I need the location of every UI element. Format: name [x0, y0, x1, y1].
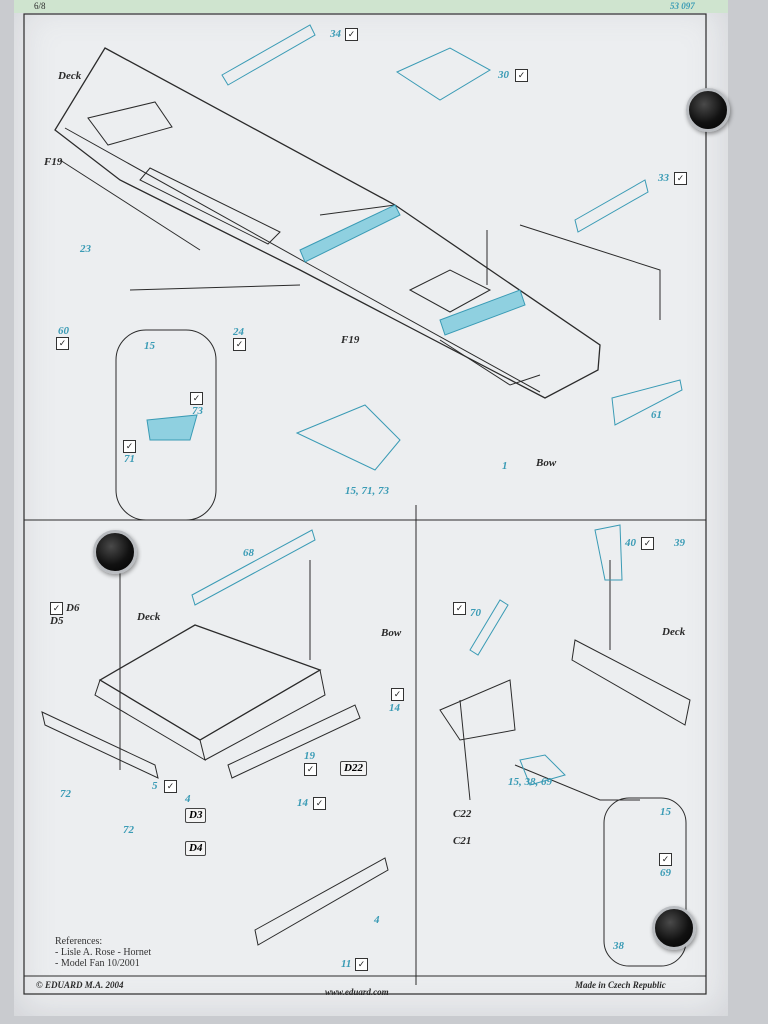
reference-line: - Model Fan 10/2001 — [55, 958, 140, 969]
part-19: 19 — [304, 750, 315, 762]
references-title: References: — [55, 936, 103, 947]
check-icon: ✓ — [190, 392, 203, 405]
check-icon: ✓ — [164, 780, 177, 793]
magnet — [652, 906, 696, 950]
part-33: 33 — [658, 172, 669, 184]
part-72: 72 — [60, 788, 71, 800]
part-73: 73 — [192, 405, 203, 417]
check-icon: ✓ — [641, 537, 654, 550]
part-5: 5 — [152, 780, 158, 792]
part-40: 40 — [625, 537, 636, 549]
check-icon: ✓ — [50, 602, 63, 615]
instruction-sheet — [14, 0, 728, 1016]
part-60: 60 — [58, 325, 69, 337]
part-11: 11 — [341, 958, 352, 970]
check-icon: ✓ — [674, 172, 687, 185]
check-icon: ✓ — [233, 338, 246, 351]
part-61: 61 — [651, 409, 662, 421]
check-icon: ✓ — [123, 440, 136, 453]
footer-made-in: Made in Czech Republic — [575, 980, 666, 990]
check-icon: ✓ — [453, 602, 466, 615]
part-14: 14 — [389, 702, 400, 714]
check-icon: ✓ — [345, 28, 358, 41]
parts-15-71-73: 15, 71, 73 — [345, 485, 389, 497]
label-c21: C21 — [453, 835, 472, 847]
check-icon: ✓ — [515, 69, 528, 82]
magnet — [686, 88, 730, 132]
label-f19-2: F19 — [341, 334, 360, 346]
kit-code: 53 097 — [670, 1, 695, 11]
label-d6: D6 — [66, 602, 80, 614]
label-d5: D5 — [50, 615, 64, 627]
label-deck-3: Deck — [662, 626, 686, 638]
check-icon: ✓ — [659, 853, 672, 866]
part-69: 69 — [660, 867, 671, 879]
parts-15-38-69: 15, 38, 69 — [508, 776, 552, 788]
check-icon: ✓ — [313, 797, 326, 810]
label-c22: C22 — [453, 808, 472, 820]
part-24: 24 — [233, 326, 244, 338]
references: References: - Lisle A. Rose - Hornet - M… — [55, 936, 151, 969]
check-icon: ✓ — [355, 958, 368, 971]
part-72-2: 72 — [123, 824, 134, 836]
part-68: 68 — [243, 547, 254, 559]
label-bow-2: Bow — [381, 627, 402, 639]
part-23: 23 — [80, 243, 91, 255]
check-icon: ✓ — [56, 337, 69, 350]
check-icon: ✓ — [304, 763, 317, 776]
footer-website: www.eduard.com — [325, 987, 389, 997]
part-4: 4 — [185, 793, 191, 805]
part-15: 15 — [144, 340, 155, 352]
reference-line: - Lisle A. Rose - Hornet — [55, 947, 152, 958]
label-f19: F19 — [44, 156, 63, 168]
part-38: 38 — [613, 940, 624, 952]
label-bow: Bow — [536, 457, 557, 469]
part-70: 70 — [470, 607, 481, 619]
footer-copyright: © EDUARD M.A. 2004 — [36, 980, 124, 990]
label-d22: D22 — [340, 761, 367, 776]
label-deck-2: Deck — [137, 611, 161, 623]
part-34: 34 — [330, 28, 341, 40]
part-30: 30 — [498, 69, 509, 81]
part-15-2: 15 — [660, 806, 671, 818]
header-band — [14, 0, 728, 13]
magnet — [93, 530, 137, 574]
label-deck: Deck — [58, 70, 82, 82]
page-number: 6/8 — [34, 1, 46, 11]
part-4-2: 4 — [374, 914, 380, 926]
part-1: 1 — [502, 460, 508, 472]
label-d3: D3 — [185, 808, 207, 823]
check-icon: ✓ — [391, 688, 404, 701]
part-71: 71 — [124, 453, 135, 465]
part-14-2: 14 — [297, 797, 308, 809]
part-39: 39 — [674, 537, 685, 549]
label-d4: D4 — [185, 841, 207, 856]
